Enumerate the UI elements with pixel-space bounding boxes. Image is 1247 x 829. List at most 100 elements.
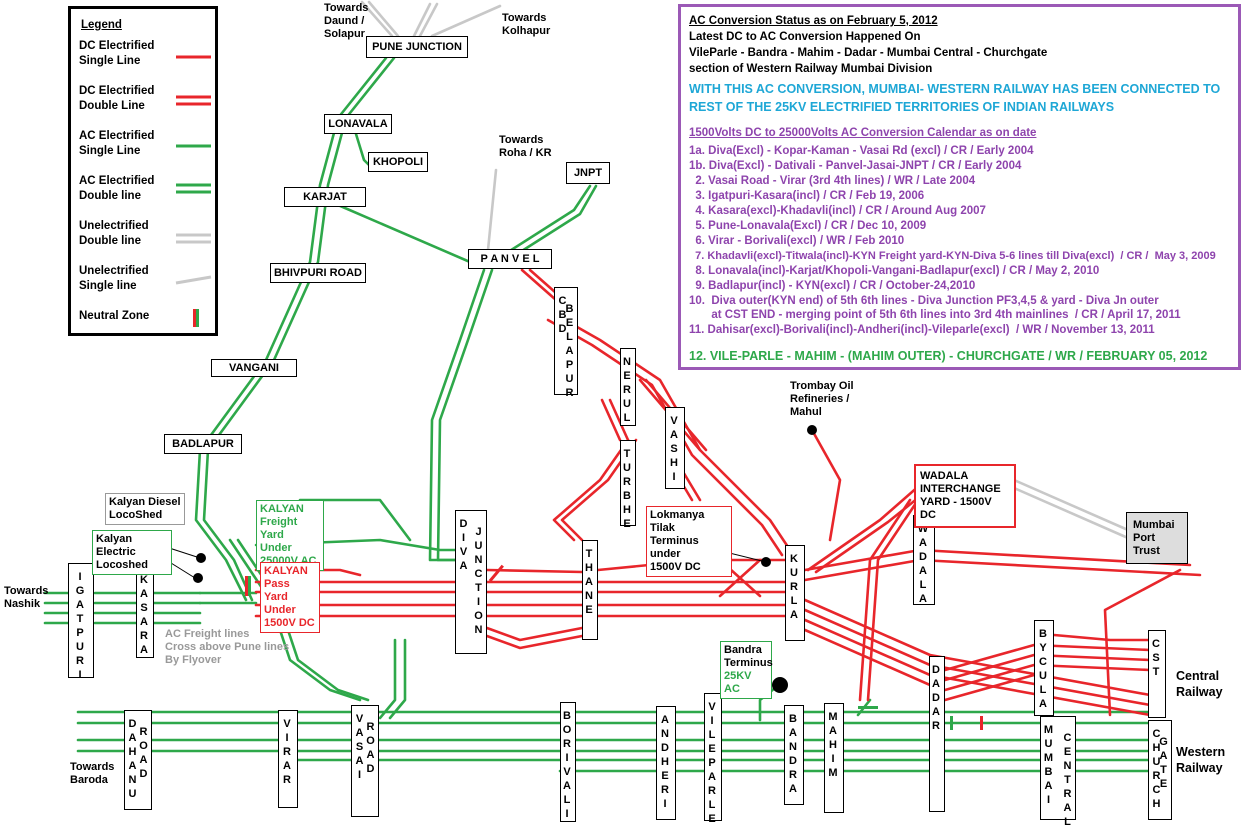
station-letter: R: [366, 721, 375, 733]
station-letter: A: [708, 771, 716, 783]
station-letter: R: [140, 630, 148, 642]
station-letter: A: [128, 732, 137, 744]
station-letter: I: [565, 808, 569, 820]
station-bhivpuri-road: BHIVPURI ROAD: [270, 263, 366, 283]
calendar-entry: 5. Pune-Lonavala(Excl) / CR / Dec 10, 20…: [689, 220, 927, 232]
station-letter: I: [476, 596, 481, 608]
station-letter: L: [790, 595, 798, 607]
diesel-loco-dot: [196, 553, 206, 563]
legend-item: AC Electrified Double line: [79, 175, 155, 202]
station-letter: L: [623, 412, 631, 424]
calendar-entry: 1b. Diva(Excl) - Dativali - Panvel-Jasai…: [689, 160, 1022, 172]
station-letter: A: [366, 749, 375, 761]
station-letter: R: [1063, 788, 1072, 800]
legend-item: DC Electrified Double Line: [79, 85, 155, 112]
calendar-entry: 7. Khadavli(excl)-Titwala(incl)-KYN Frei…: [689, 250, 1216, 262]
station-letter: N: [474, 554, 483, 566]
station-vangani: VANGANI: [211, 359, 297, 377]
station-letter: G: [75, 585, 85, 597]
station-letter: T: [1152, 666, 1160, 678]
station-letter: R: [661, 784, 669, 796]
station-karjat: KARJAT: [284, 187, 366, 207]
station-letter: E: [623, 518, 631, 530]
station-letter: N: [623, 356, 631, 368]
station-letter: B: [1039, 628, 1047, 640]
station-letter: U: [1152, 756, 1161, 768]
status-headline: WITH THIS AC CONVERSION, MUMBAI- WESTERN…: [689, 82, 1221, 96]
station-letter: I: [357, 769, 362, 781]
station-badlapur: BADLAPUR: [164, 434, 242, 454]
station-letter: A: [661, 714, 669, 726]
neutral-zones: [245, 564, 983, 730]
station-letter: U: [76, 641, 84, 653]
station-letter: E: [623, 370, 631, 382]
station-letter: A: [932, 706, 940, 718]
station-letter: A: [565, 345, 574, 357]
station-letter: R: [789, 769, 797, 781]
station-letter: L: [1039, 684, 1047, 696]
station-letter: B: [558, 309, 567, 321]
legend-item: Neutral Zone: [79, 310, 150, 322]
station-letter: I: [710, 715, 714, 727]
station-jnpt: JNPT: [566, 162, 610, 184]
station-letter: A: [919, 593, 927, 605]
station-letter: A: [140, 644, 148, 656]
station-letter: M: [828, 711, 838, 723]
station-letter: D: [139, 768, 148, 780]
station-letter: C: [1039, 656, 1047, 668]
station-letter: E: [1063, 746, 1072, 758]
station-letter: U: [1039, 670, 1047, 682]
station-letter: V: [459, 546, 468, 558]
legend-item: Unelectrified Single line: [79, 265, 149, 292]
station-letter: C: [558, 295, 567, 307]
station-letter: U: [1044, 738, 1053, 750]
calendar-entry: 9. Badlapur(incl) - KYN(excl) / CR / Oct…: [689, 280, 976, 292]
status-headline: REST OF THE 25KV ELECTRIFIED TERRITORIES…: [689, 100, 1115, 114]
station-letter: O: [366, 735, 375, 747]
legend-swatches: [175, 55, 212, 327]
station-letter: R: [1152, 770, 1161, 782]
unelectrified-lines: [360, 0, 1130, 540]
station-letter: I: [461, 532, 466, 544]
status-intro: VileParle - Bandra - Mahim - Dadar - Mum…: [689, 47, 1048, 59]
calendar-entry: 6. Virar - Borivali(excl) / WR / Feb 201…: [689, 235, 905, 247]
station-letter: A: [932, 678, 940, 690]
station-letter: L: [1064, 816, 1071, 828]
station-letter: R: [565, 387, 574, 399]
station-letter: N: [474, 624, 483, 636]
station-letter: A: [139, 754, 148, 766]
station-letter: L: [563, 794, 571, 806]
station-letter: D: [789, 755, 797, 767]
status-title: AC Conversion Status as on February 5, 2…: [689, 15, 938, 27]
calendar-entry: 8. Lonavala(incl)-Karjat/Khopoli-Vangani…: [689, 265, 1100, 277]
station-letter: M: [828, 767, 838, 779]
station-letter: A: [355, 755, 364, 767]
station-letter: I: [285, 732, 289, 744]
station-letter: L: [566, 331, 573, 343]
station-letter: D: [459, 518, 468, 530]
station-letter: A: [1044, 780, 1053, 792]
station-letter: T: [623, 448, 631, 460]
